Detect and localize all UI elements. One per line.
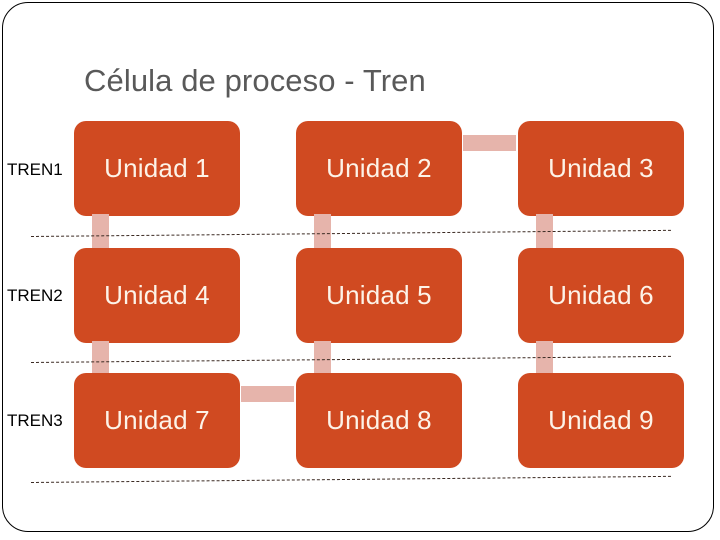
horizontal-connector-row3-unit7-unit8: [241, 386, 294, 402]
horizontal-connector-row1-unit2-unit3: [463, 135, 516, 151]
page-title: Célula de proceso - Tren: [84, 63, 426, 98]
tren-row-label-2: TREN2: [7, 286, 63, 305]
vertical-connector-row1-unit2: [314, 214, 331, 248]
unit-box-unidad-9[interactable]: Unidad 9: [518, 373, 684, 468]
vertical-connector-row2-unit1: [92, 341, 109, 375]
unit-box-unidad-7[interactable]: Unidad 7: [74, 373, 240, 468]
vertical-connector-row2-unit3: [536, 341, 553, 375]
vertical-connector-row2-unit2: [314, 341, 331, 375]
tren-row-label-3: TREN3: [7, 411, 63, 430]
unit-box-unidad-4[interactable]: Unidad 4: [74, 248, 240, 343]
unit-box-unidad-6[interactable]: Unidad 6: [518, 248, 684, 343]
unit-box-unidad-3[interactable]: Unidad 3: [518, 121, 684, 216]
vertical-connector-row1-unit3: [536, 214, 553, 248]
unit-box-unidad-8[interactable]: Unidad 8: [296, 373, 462, 468]
unit-box-unidad-5[interactable]: Unidad 5: [296, 248, 462, 343]
tren-row-label-1: TREN1: [7, 160, 63, 179]
vertical-connector-row1-unit1: [92, 214, 109, 248]
slide-frame-border: [2, 2, 714, 532]
unit-box-unidad-2[interactable]: Unidad 2: [296, 121, 462, 216]
unit-box-unidad-1[interactable]: Unidad 1: [74, 121, 240, 216]
